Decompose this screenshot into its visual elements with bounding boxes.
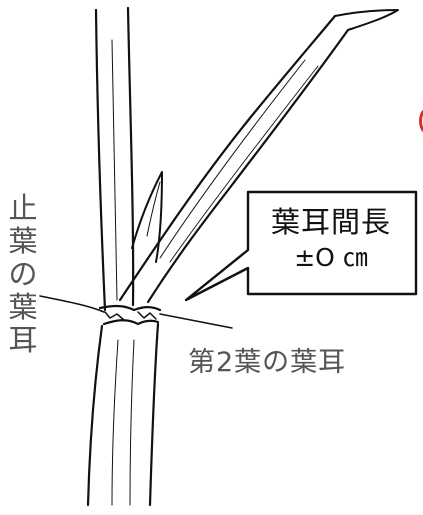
upper-stem — [94, 6, 135, 312]
callout-box — [184, 190, 418, 302]
callout-value: ±O ㎝ — [294, 243, 368, 272]
red-mark — [419, 109, 423, 133]
lower-stem — [86, 322, 160, 507]
second-leaf-auricle-leader — [159, 313, 233, 329]
flag-leaf-auricle-leader — [39, 295, 105, 313]
callout-text: 葉耳間長 ±O ㎝ — [252, 203, 410, 275]
flag-leaf-auricle-label: 止葉の葉耳 — [8, 191, 38, 357]
second-leaf-auricle-label: 第2葉の葉耳 — [188, 347, 347, 378]
flag-leaf-blade — [118, 9, 399, 304]
auricle-band — [98, 304, 162, 326]
leaf-tip — [131, 171, 163, 263]
callout-title: 葉耳間長 — [270, 205, 391, 239]
